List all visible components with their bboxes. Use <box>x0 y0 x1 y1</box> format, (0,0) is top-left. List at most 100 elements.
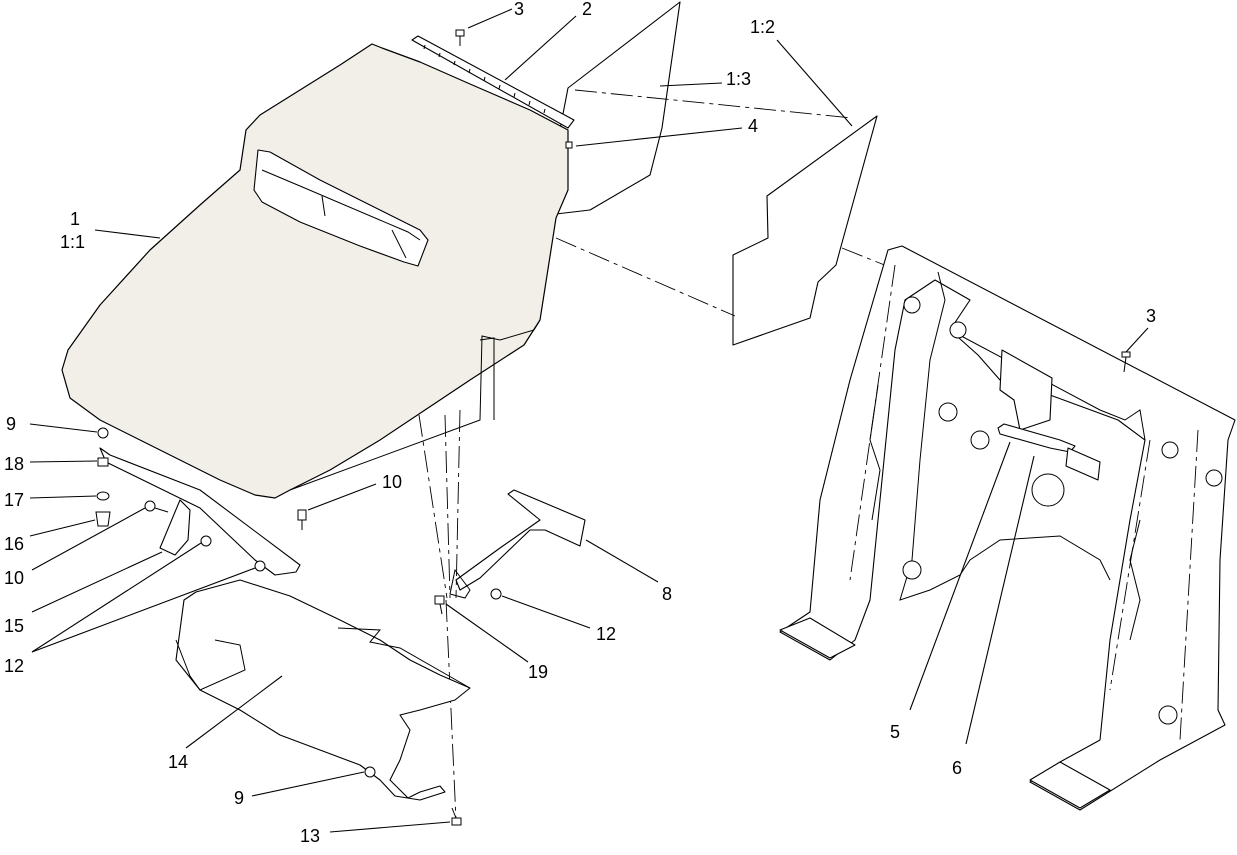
latch-handle <box>997 423 1076 453</box>
leader-1-2 <box>776 39 853 127</box>
hardware-3-top <box>455 29 465 46</box>
callout-12a: 12 <box>4 656 24 676</box>
callout-9b: 9 <box>234 788 244 808</box>
callout-9a: 9 <box>6 414 16 434</box>
hardware-17 <box>96 491 110 501</box>
frame-foot-left <box>779 617 856 659</box>
ruler-decal <box>411 35 575 129</box>
callout-10a: 10 <box>382 472 402 492</box>
callout-8: 8 <box>662 584 672 604</box>
callout-2: 2 <box>582 0 592 19</box>
frame-hole-4 <box>970 430 990 450</box>
leader-17 <box>29 495 97 499</box>
hardware-19 <box>434 595 445 615</box>
hardware-12-c <box>490 588 502 600</box>
hardware-9-bottom <box>364 766 376 778</box>
assembly-line-1 <box>574 89 853 119</box>
callout-19: 19 <box>528 662 548 682</box>
frame-dash-edge-3 <box>1179 429 1199 741</box>
deflector-flange <box>175 639 246 691</box>
hardware-18 <box>97 457 109 467</box>
callout-6: 6 <box>952 758 962 778</box>
latch-decal <box>1065 447 1101 481</box>
callout-15: 15 <box>4 616 24 636</box>
leader-3a <box>467 8 513 29</box>
assembly-line-6 <box>455 409 461 599</box>
frame-hole-7 <box>1205 469 1223 487</box>
hardware-9-top <box>97 427 109 439</box>
leader-18 <box>29 460 98 463</box>
leader-10a <box>307 483 377 511</box>
hood-window-mark-1 <box>321 195 326 217</box>
hardware-16 <box>95 511 111 527</box>
frame-hole-1 <box>903 296 921 314</box>
callout-1-3: 1:3 <box>726 69 751 89</box>
callout-3b: 3 <box>1146 306 1156 326</box>
callout-14: 14 <box>168 752 188 772</box>
leader-5 <box>909 441 1011 711</box>
frame-slot-left <box>869 384 881 521</box>
hood-window-inner <box>261 169 421 241</box>
frame-hole-9 <box>1158 705 1178 725</box>
ruler-ticks <box>423 44 546 114</box>
callout-3a: 3 <box>514 0 524 19</box>
assembly-line-4 <box>418 414 448 599</box>
panel-1-2 <box>732 115 878 346</box>
callout-10b: 10 <box>4 568 24 588</box>
leader-10b <box>31 507 146 571</box>
leader-9b <box>251 771 365 797</box>
frame-inner-plate <box>899 271 1111 601</box>
leader-14 <box>185 675 283 749</box>
hardware-10-right <box>297 509 307 530</box>
assembly-line-7 <box>445 599 457 821</box>
leader-9a <box>29 423 98 433</box>
hood-window <box>253 149 429 267</box>
leader-1-3 <box>659 82 723 87</box>
leader-12a <box>31 542 202 653</box>
frame-slot-right <box>1129 519 1141 641</box>
hardware-4 <box>565 141 573 149</box>
leader-12c <box>501 595 591 629</box>
hood <box>61 43 569 499</box>
hardware-13 <box>451 807 462 826</box>
leader-16 <box>29 519 96 537</box>
leader-19 <box>445 603 529 663</box>
leader-4 <box>575 127 743 147</box>
assembly-line-5 <box>444 414 451 599</box>
leader-8 <box>585 539 659 583</box>
frame-dash-edge-2 <box>1109 439 1151 691</box>
leader-12b <box>31 567 256 653</box>
callout-18: 18 <box>4 454 24 474</box>
leader-2 <box>504 15 577 81</box>
hood-window-mark-2 <box>391 229 407 259</box>
callout-12b: 12 <box>596 624 616 644</box>
callout-1-2: 1:2 <box>750 17 775 37</box>
mount-bracket-support <box>159 499 191 556</box>
callout-13: 13 <box>300 826 320 846</box>
frame-foot-right <box>1029 761 1111 809</box>
hardware-12-a <box>200 535 212 547</box>
deflector-tab <box>337 627 471 689</box>
mount-bracket <box>99 447 301 576</box>
frame-hole-5 <box>1031 473 1065 507</box>
frame-hole-2 <box>949 321 967 339</box>
assembly-line-2 <box>555 237 736 317</box>
callout-5: 5 <box>890 722 900 742</box>
frame-hole-8 <box>902 560 922 580</box>
callout-1-1: 1:1 <box>60 232 85 252</box>
panel-1-3 <box>555 1 681 215</box>
leader-1 <box>94 229 161 239</box>
hood-bottom-lip <box>479 337 495 420</box>
leader-6 <box>965 455 1035 745</box>
frame-hole-3 <box>938 402 958 422</box>
callout-17: 17 <box>4 490 24 510</box>
leader-15 <box>31 551 163 613</box>
frame-hole-6 <box>1161 441 1179 459</box>
hardware-10-left <box>144 500 169 513</box>
callout-1: 1 <box>70 209 80 229</box>
callout-4: 4 <box>748 116 758 136</box>
leader-3b <box>1125 327 1149 353</box>
hardware-12-b <box>254 560 266 572</box>
callout-16: 16 <box>4 534 24 554</box>
